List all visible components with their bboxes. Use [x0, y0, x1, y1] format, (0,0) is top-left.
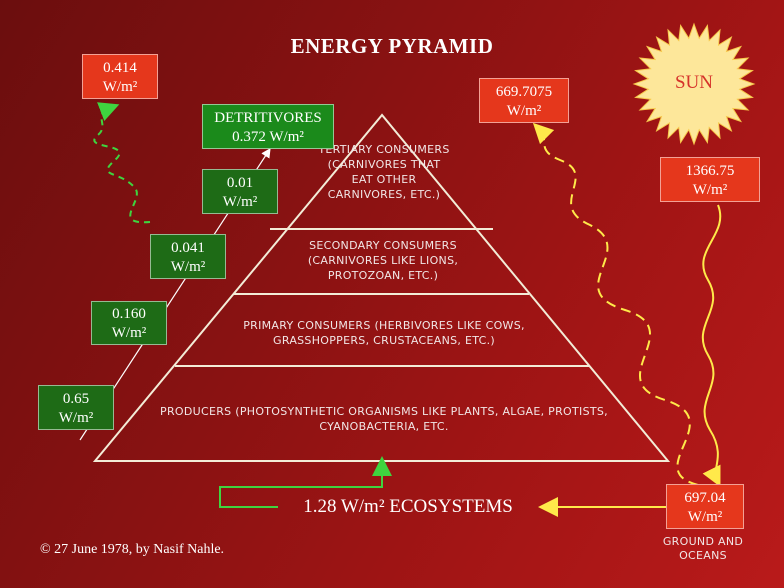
- tertiary-energy-box: 0.01 W/m²: [202, 169, 278, 214]
- producers-energy-unit: W/m²: [58, 410, 94, 426]
- producers-energy-value: 0.65: [62, 391, 90, 407]
- secondary-energy-box: 0.041 W/m²: [150, 234, 226, 279]
- ground-and-oceans-label: GROUND AND OCEANS: [662, 535, 744, 562]
- detritivores-box: DETRITIVORES 0.372 W/m²: [202, 104, 334, 149]
- secondary-energy-value: 0.041: [171, 240, 205, 256]
- emitted-energy-value: 0.414: [103, 60, 137, 76]
- solar-radiation-arrow: [701, 204, 722, 487]
- primary-energy-value: 0.160: [112, 306, 146, 322]
- secondary-level-label: SECONDARY CONSUMERS (CARNIVORES LIKE LIO…: [307, 239, 459, 282]
- detritivores-value: 0.372 W/m²: [232, 129, 304, 145]
- ecosystems-arrow: [219, 456, 392, 508]
- primary-energy-box: 0.160 W/m²: [91, 301, 167, 345]
- emitted-energy-box: 0.414 W/m²: [82, 54, 158, 99]
- emitted-energy-unit: W/m²: [102, 79, 138, 95]
- ground-energy-box: 697.04 W/m²: [666, 484, 744, 529]
- ground-energy-value: 697.04: [684, 490, 726, 506]
- sun-label: SUN: [674, 72, 713, 93]
- solar-energy-unit: W/m²: [692, 182, 728, 198]
- reflected-radiation-arrow: [532, 122, 699, 486]
- ecosystems-label: 1.28 W/m² ECOSYSTEMS: [303, 496, 513, 517]
- producers-energy-box: 0.65 W/m²: [38, 385, 114, 430]
- primary-level-label: PRIMARY CONSUMERS (HERBIVORES LIKE COWS,…: [243, 319, 525, 347]
- ground-energy-unit: W/m²: [687, 509, 723, 525]
- tertiary-energy-unit: W/m²: [222, 194, 258, 210]
- page-title: ENERGY PYRAMID: [290, 34, 494, 58]
- secondary-energy-unit: W/m²: [170, 259, 206, 275]
- copyright-note: © 27 June 1978, by Nasif Nahle.: [40, 542, 225, 557]
- tertiary-energy-value: 0.01: [226, 175, 254, 191]
- sun-icon: [632, 22, 756, 146]
- producers-level-label: PRODUCERS (PHOTOSYNTHETIC ORGANISMS LIKE…: [160, 405, 608, 433]
- reflected-energy-value: 669.7075: [495, 84, 553, 100]
- tertiary-level-label: TERTIARY CONSUMERS (CARNIVORES THAT EAT …: [318, 143, 450, 201]
- reflected-energy-unit: W/m²: [506, 103, 542, 119]
- solar-energy-value: 1366.75: [685, 163, 735, 179]
- detritivores-label: DETRITIVORES: [214, 110, 322, 126]
- primary-energy-unit: W/m²: [111, 325, 147, 341]
- reflected-energy-box: 669.7075 W/m²: [479, 78, 569, 123]
- solar-energy-box: 1366.75 W/m²: [660, 157, 760, 202]
- emitted-heat-arrow: [93, 102, 151, 224]
